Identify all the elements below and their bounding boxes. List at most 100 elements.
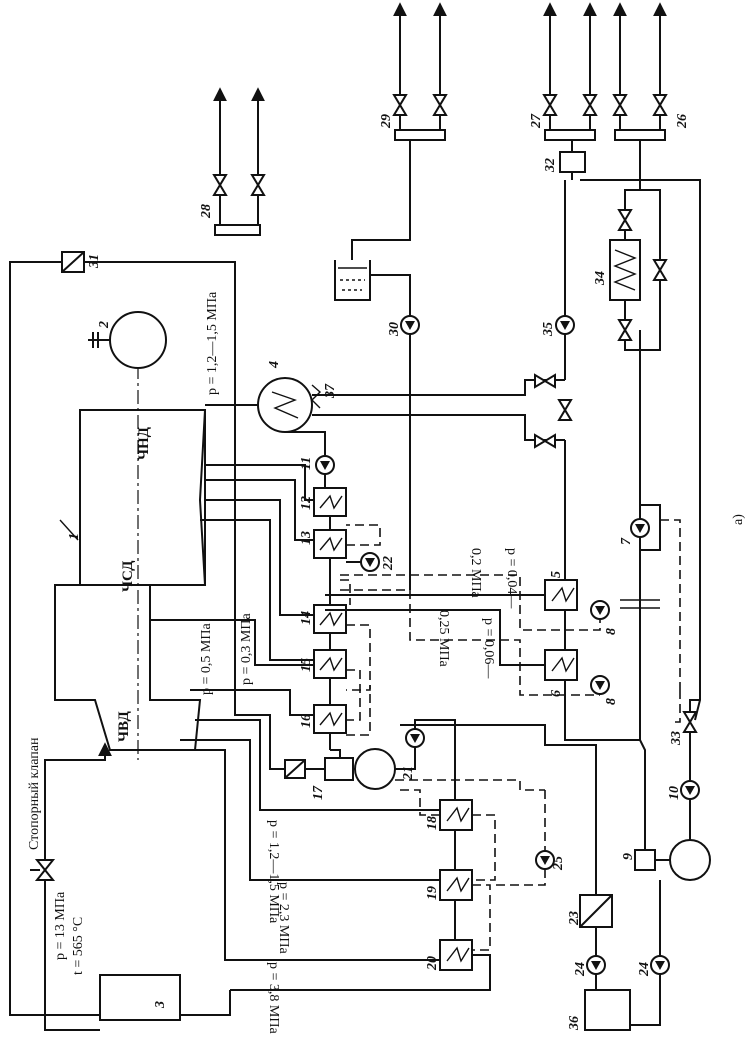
stop-valve[interactable] [30, 859, 56, 881]
lp-heaters [313, 487, 347, 734]
num-12: 12 [299, 496, 314, 510]
num-22: 22 [381, 556, 396, 571]
header-26 [612, 2, 668, 141]
cw-valves[interactable] [534, 373, 573, 449]
num-29: 29 [379, 114, 394, 129]
label-ip: ЧСД [120, 560, 136, 592]
num-17: 17 [311, 785, 326, 800]
texts: ЧВД ЧСД ЧНД Стопорный клапан p = 13 МПа … [27, 113, 746, 1034]
pump-11[interactable] [315, 455, 335, 475]
bypass-line [9, 261, 62, 1016]
steam-generator [99, 974, 181, 1021]
num-30: 30 [387, 322, 402, 337]
extraction-to-6 [325, 609, 545, 666]
pump-8a[interactable] [590, 600, 610, 620]
caption: а) [731, 514, 746, 525]
num-27: 27 [529, 113, 544, 129]
hp-heaters [439, 799, 473, 971]
num-18: 18 [425, 816, 440, 830]
num-11: 11 [299, 457, 314, 470]
num-36: 36 [567, 1016, 582, 1031]
extraction-19 [180, 739, 440, 881]
num-21: 21 [401, 766, 416, 781]
heater-5 [544, 579, 578, 611]
hp-inlet-line [44, 742, 112, 860]
label-p23: p = 2,3 МПа [276, 882, 291, 954]
condenser [257, 377, 322, 433]
num-20: 20 [425, 956, 440, 971]
header-29 [392, 2, 448, 141]
num-28: 28 [199, 204, 214, 219]
heater-6 [544, 649, 578, 681]
num-24a: 24 [573, 962, 588, 977]
num-1: 1 [67, 533, 82, 540]
label-p12-15: p = 1,2—1,5 МПа [266, 820, 281, 924]
num-4: 4 [267, 361, 282, 369]
network-heaters [544, 579, 578, 681]
generator [88, 311, 167, 369]
pump-35[interactable] [555, 315, 575, 335]
num-8a: 8 [604, 628, 619, 635]
num-15: 15 [299, 658, 314, 672]
heater-13 [313, 529, 347, 559]
num-7: 7 [619, 537, 634, 545]
num-37: 37 [323, 383, 338, 399]
num-16: 16 [299, 714, 314, 728]
num-5: 5 [549, 571, 564, 578]
valve-33[interactable] [682, 711, 698, 733]
label-p38: p = 3,8 МПа [266, 962, 281, 1034]
num-13: 13 [299, 531, 314, 545]
pump-9[interactable] [634, 839, 711, 881]
extraction-20 [160, 749, 440, 961]
num-9: 9 [621, 853, 636, 860]
label-lp: ЧНД [136, 426, 152, 460]
heater-15 [313, 649, 347, 679]
num-2: 2 [97, 321, 112, 329]
header-line-28 [84, 261, 236, 700]
label-p05: p = 0,5 МПа [199, 623, 214, 695]
pump-21[interactable] [405, 728, 425, 748]
valve-31[interactable] [61, 251, 85, 273]
ion-exchanger-23 [579, 894, 613, 928]
num-6: 6 [549, 690, 564, 697]
num-31: 31 [87, 254, 102, 269]
tank-36 [584, 989, 631, 1031]
separator-32 [559, 151, 586, 173]
deaerator [324, 748, 396, 790]
num-8b: 8 [604, 698, 619, 705]
num-24b: 24 [637, 962, 652, 977]
heater-34 [609, 239, 641, 301]
turbine-pointer-1 [59, 519, 79, 541]
pump-8b[interactable] [590, 675, 610, 695]
label-live-steam-t: t = 565 °C [71, 917, 86, 975]
pump-10[interactable] [680, 780, 700, 800]
label-live-steam-p: p = 13 МПа [53, 891, 68, 960]
header-27 [542, 2, 598, 141]
pump-24a[interactable] [586, 955, 606, 975]
turbine [54, 340, 207, 760]
label-hp: ЧВД [116, 711, 132, 742]
turbine-casing [54, 409, 207, 751]
pump-24b[interactable] [650, 955, 670, 975]
extraction-18 [195, 719, 440, 811]
pump-7[interactable] [630, 518, 650, 538]
cw-supply-line [312, 379, 565, 396]
num-14: 14 [299, 611, 314, 625]
num-10: 10 [667, 786, 682, 800]
header-28 [212, 87, 266, 236]
valve-17[interactable] [284, 759, 306, 779]
label-p025: 0,25 МПа [436, 610, 451, 668]
num-19: 19 [425, 886, 440, 900]
makeup-tank [334, 260, 371, 301]
num-23: 23 [567, 911, 582, 926]
pump-30[interactable] [400, 315, 420, 335]
heater-12 [313, 487, 347, 517]
num-33: 33 [669, 731, 684, 746]
label-p02: 0,2 МПа [468, 548, 483, 599]
heater-18 [439, 799, 473, 831]
bypass-valves-34[interactable] [617, 209, 668, 341]
pump-22[interactable] [360, 552, 380, 572]
num-25: 25 [551, 856, 566, 871]
num-26: 26 [675, 114, 690, 129]
